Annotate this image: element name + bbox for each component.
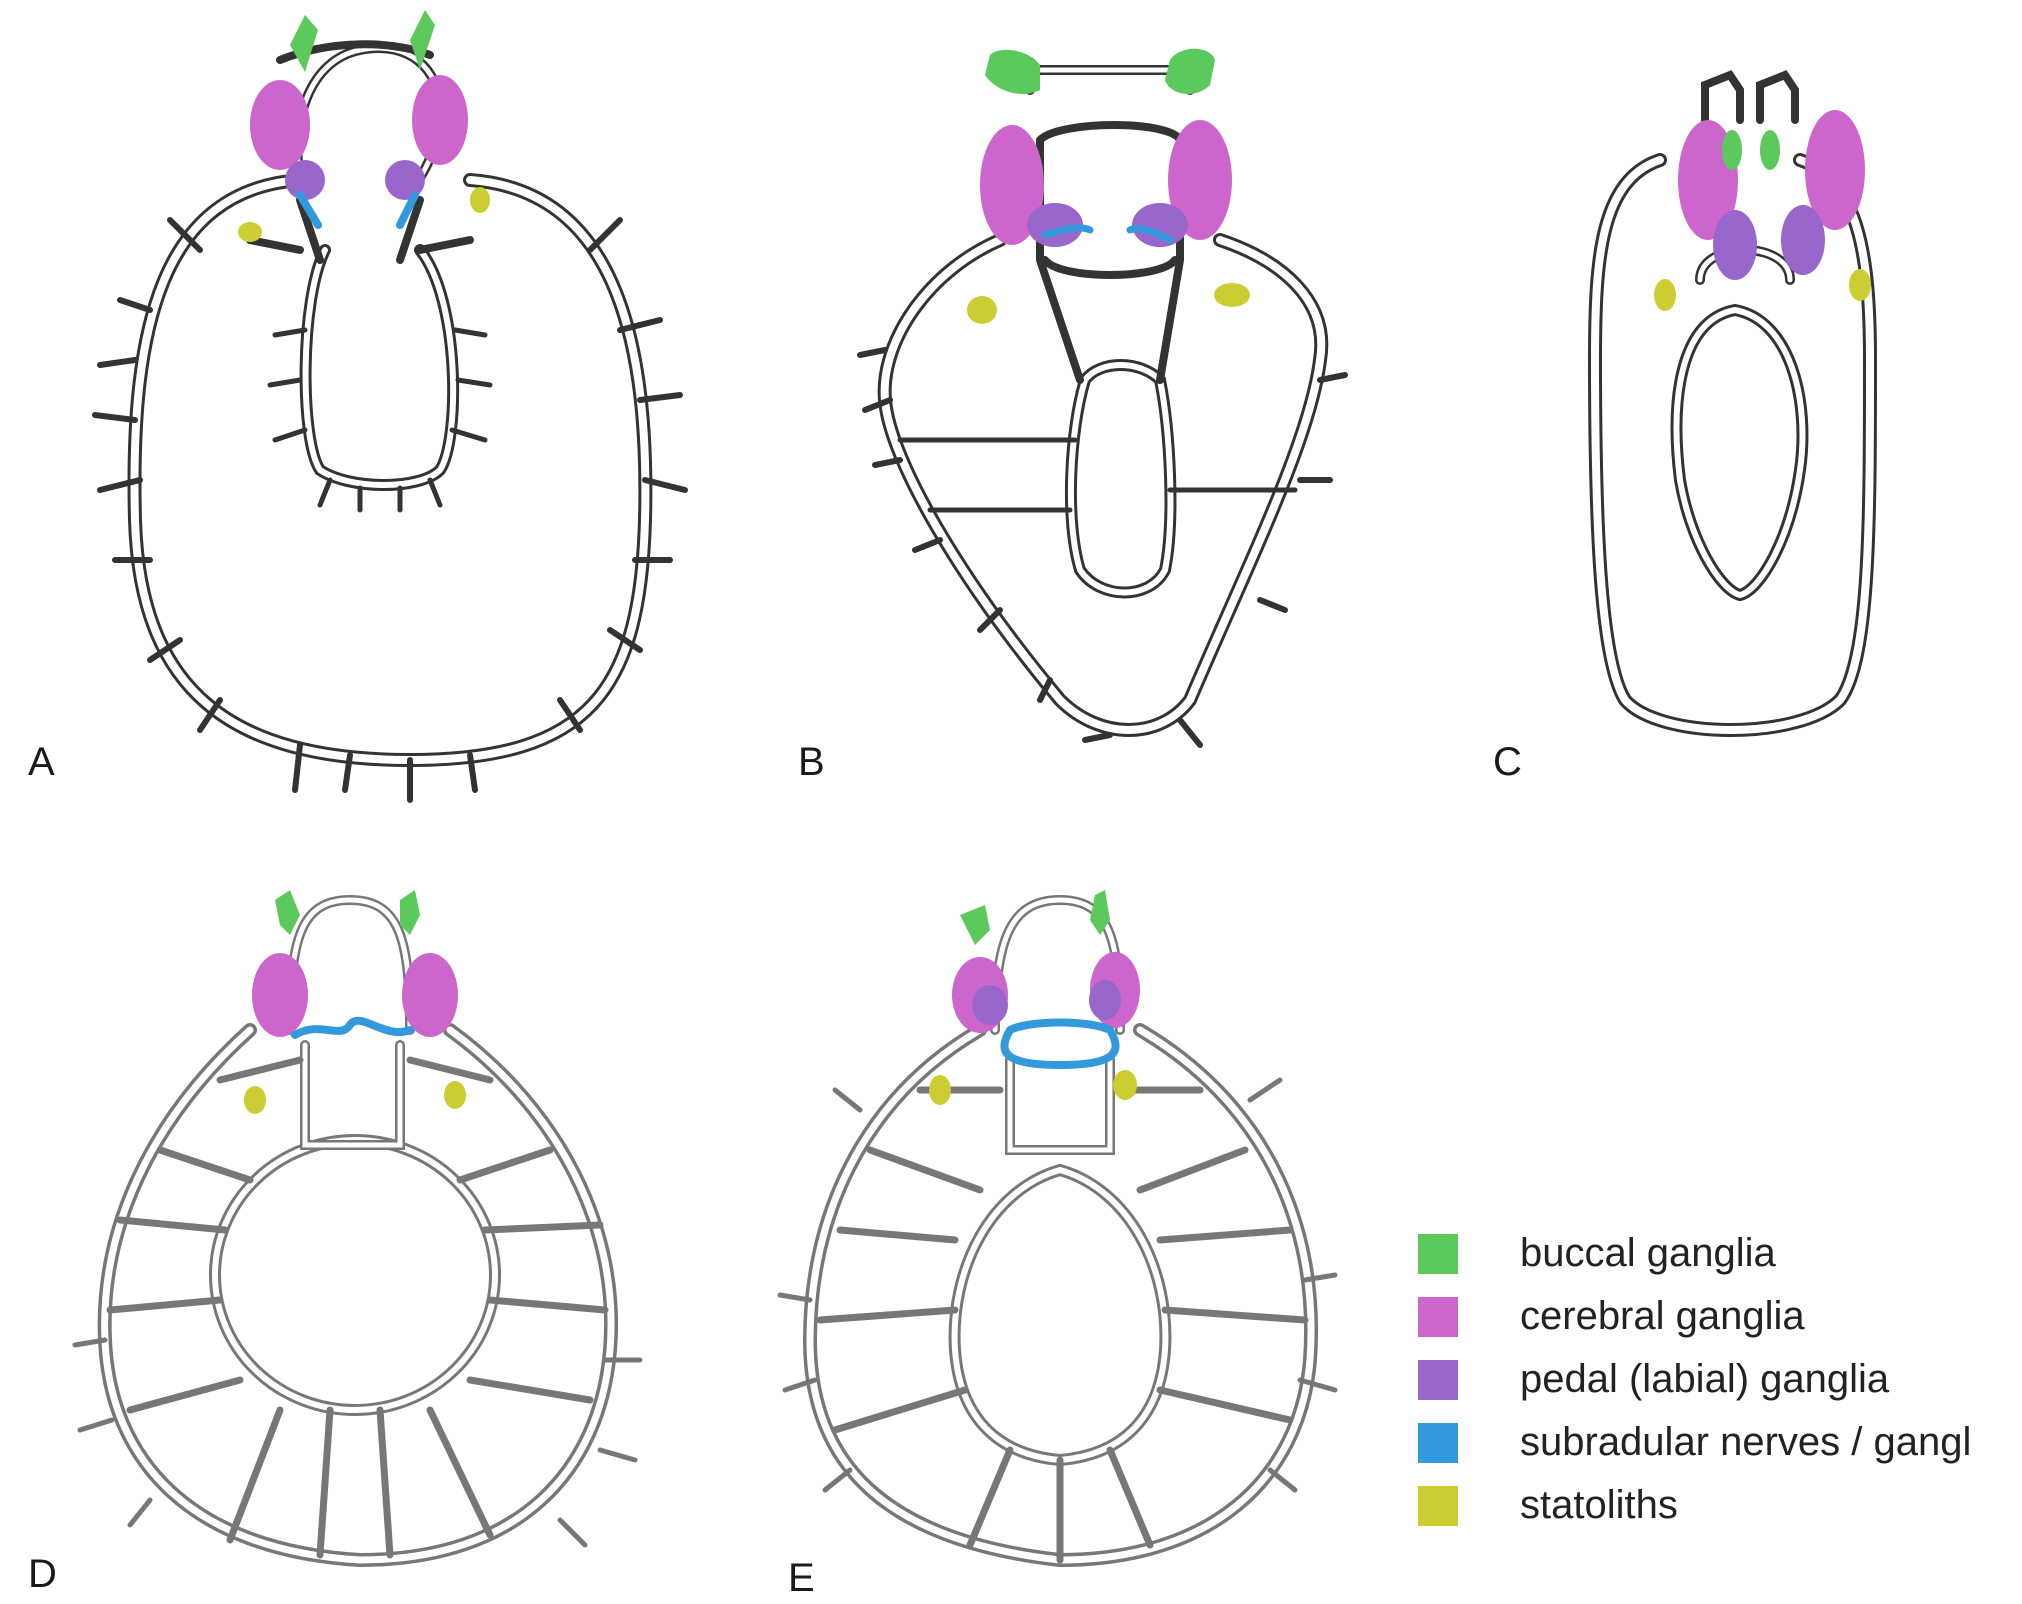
- legend-swatch-buccal: [1418, 1233, 1458, 1274]
- legend-swatch-subradular: [1418, 1422, 1458, 1463]
- legend-item-subradular: subradular nerves / gangl: [1418, 1411, 1971, 1474]
- legend-swatch-pedal: [1418, 1359, 1458, 1400]
- legend-swatch-cerebral: [1418, 1296, 1458, 1337]
- panel-b-drawing: [860, 48, 1345, 745]
- panel-label-a: A: [28, 740, 55, 784]
- legend-item-pedal: pedal (labial) ganglia: [1418, 1348, 1971, 1411]
- legend-swatch-statoliths: [1418, 1485, 1458, 1526]
- legend-label-statoliths: statoliths: [1520, 1483, 1678, 1527]
- panel-d-drawing: [75, 890, 640, 1560]
- panel-c-drawing: [1595, 75, 1871, 730]
- legend: buccal ganglia cerebral ganglia pedal (l…: [1418, 1222, 1971, 1537]
- legend-label-pedal: pedal (labial) ganglia: [1520, 1357, 1890, 1401]
- panel-e-drawing: [780, 890, 1335, 1560]
- panel-label-c: C: [1493, 740, 1522, 784]
- legend-label-cerebral: cerebral ganglia: [1520, 1294, 1805, 1338]
- legend-label-subradular: subradular nerves / gangl: [1520, 1420, 1972, 1464]
- panel-label-b: B: [798, 740, 825, 784]
- panel-a-drawing: [95, 10, 685, 800]
- legend-label-buccal: buccal ganglia: [1520, 1231, 1776, 1275]
- panel-label-e: E: [788, 1556, 815, 1600]
- legend-item-buccal: buccal ganglia: [1418, 1222, 1971, 1285]
- legend-item-statoliths: statoliths: [1418, 1474, 1971, 1537]
- legend-item-cerebral: cerebral ganglia: [1418, 1285, 1971, 1348]
- panel-label-d: D: [28, 1552, 57, 1596]
